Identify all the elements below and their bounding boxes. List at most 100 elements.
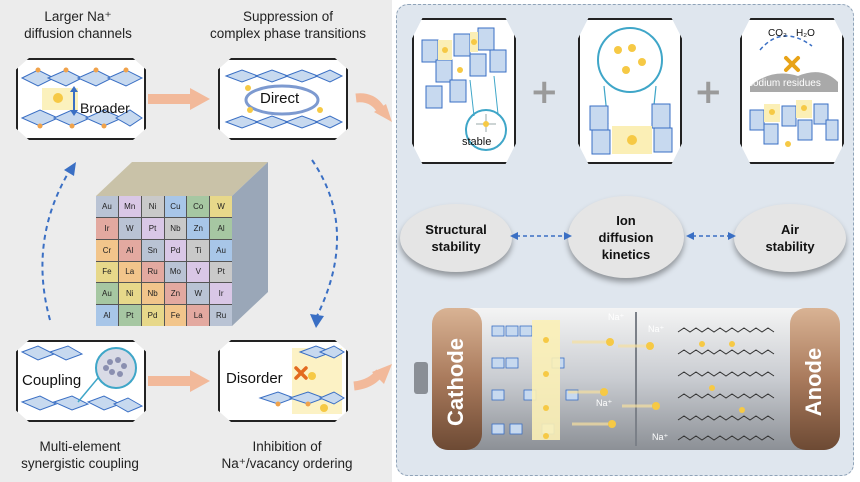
caption-multi-element: Multi-element synergistic coupling (14, 438, 146, 472)
element-cell: Sn (141, 239, 164, 261)
caption-line: Larger Na⁺ (44, 9, 112, 24)
element-cell: Pt (141, 217, 164, 239)
caption-line: complex phase transitions (209, 26, 367, 41)
element-cell: Mo (164, 261, 187, 283)
element-cell: Pd (164, 239, 187, 261)
caption-line: synergistic coupling (21, 456, 139, 471)
element-cell: V (187, 261, 210, 283)
caption-line: Multi-element (39, 439, 121, 454)
element-cell: Cu (164, 196, 187, 217)
element-cell: Nb (164, 217, 187, 239)
disorder-label: Disorder (226, 370, 283, 387)
layered-structure-diagram (20, 67, 144, 129)
element-cell: Al (210, 217, 232, 239)
element-cell: Pd (141, 305, 164, 326)
arrow-to-right-panel-top (355, 93, 392, 122)
disorder-box: Disorder (218, 340, 348, 422)
element-cell: Au (96, 283, 118, 305)
co2-label: CO₂ (768, 28, 787, 39)
larger-channels-box: Broader (16, 58, 146, 140)
phase-transition-diagram (224, 69, 344, 129)
element-cell: Ir (210, 283, 232, 305)
h2o-label: H₂O (796, 28, 815, 39)
ion-diffusion-box (578, 18, 682, 164)
element-cell: Zn (164, 283, 187, 305)
cathode-label-wrap: Cathode (434, 338, 478, 426)
na-ion-label: Na⁺ (648, 324, 665, 334)
battery-graphic (414, 308, 840, 450)
coupling-label: Coupling (22, 372, 82, 389)
dashed-cycle-arrows (41, 159, 338, 328)
element-cell: Mn (118, 196, 141, 217)
na-ion-label: Na⁺ (608, 312, 625, 322)
caption-suppression: Suppression of complex phase transitions (188, 8, 388, 42)
property-line: Air (780, 222, 800, 237)
element-cell: Au (96, 196, 118, 217)
element-cell: Fe (164, 305, 187, 326)
pillared-structure-diagram (421, 27, 507, 151)
property-line: diffusion (598, 229, 654, 245)
caption-line: diffusion channels (24, 26, 132, 41)
element-cell: Cr (96, 239, 118, 261)
cube-faces (96, 162, 268, 326)
broader-label: Broader (80, 100, 130, 116)
element-cell: Al (96, 305, 118, 326)
element-cell: Pt (210, 261, 232, 283)
coupling-box: Coupling (16, 340, 146, 422)
na-ion-label: Na⁺ (596, 398, 613, 408)
property-line: stability (431, 239, 481, 254)
air-stability-diagram (749, 35, 839, 147)
element-cell: W (210, 196, 232, 217)
anode-label: Anode (801, 347, 827, 417)
caption-larger-channels: Larger Na⁺ diffusion channels (18, 8, 138, 42)
element-cell: Fe (96, 261, 118, 283)
caption-line: Suppression of (242, 9, 334, 24)
ion-diffusion-ellipse: Ion diffusion kinetics (568, 196, 684, 278)
disorder-diagram (258, 345, 345, 414)
caption-inhibition: Inhibition of Na⁺/vacancy ordering (192, 438, 382, 472)
battery: Cathode Anode Na⁺ Na⁺ Na⁺ Na⁺ (412, 300, 848, 456)
element-cell: La (118, 261, 141, 283)
plus-sign-1: + (530, 72, 559, 112)
air-stability-ellipse: Air stability (734, 204, 846, 272)
suppression-box: Direct (218, 58, 348, 140)
element-cell: Ni (118, 283, 141, 305)
element-cell: Al (118, 239, 141, 261)
element-cell: W (187, 283, 210, 305)
air-stability-box: CO₂ H₂O sodium residues (740, 18, 844, 164)
na-ion-label: Na⁺ (652, 432, 669, 442)
property-line: Structural (425, 222, 487, 237)
structural-stability-ellipse: Structural stability (400, 204, 512, 272)
coupling-diagram (20, 345, 144, 413)
element-cell: W (118, 217, 141, 239)
element-cell: Co (187, 196, 210, 217)
element-cell: Ir (96, 217, 118, 239)
sodium-residues-label: sodium residues (748, 78, 821, 89)
cathode-label: Cathode (443, 338, 468, 426)
property-line: kinetics (601, 246, 651, 262)
property-line: Ion (616, 212, 636, 228)
element-cell: Ti (187, 239, 210, 261)
element-cell: La (187, 305, 210, 326)
property-connectors (510, 232, 736, 240)
structural-stability-box: stable (412, 18, 516, 164)
element-cell: Zn (187, 217, 210, 239)
element-cell: Au (210, 239, 232, 261)
element-cell: Pt (118, 305, 141, 326)
element-cell: Ni (141, 196, 164, 217)
arrow-to-right-panel-bottom (353, 364, 392, 391)
caption-line: Na⁺/vacancy ordering (221, 456, 353, 471)
stable-label: stable (462, 136, 492, 148)
element-cell: Nb (141, 283, 164, 305)
ion-diffusion-diagram (589, 27, 673, 155)
caption-line: Inhibition of (252, 439, 322, 454)
property-line: stability (765, 239, 815, 254)
element-cell: Ru (141, 261, 164, 283)
element-cell: Ru (210, 305, 232, 326)
anode-label-wrap: Anode (792, 342, 836, 422)
arrow-right-top (148, 88, 210, 110)
arrow-right-bottom (148, 370, 210, 392)
direct-label: Direct (260, 90, 300, 107)
